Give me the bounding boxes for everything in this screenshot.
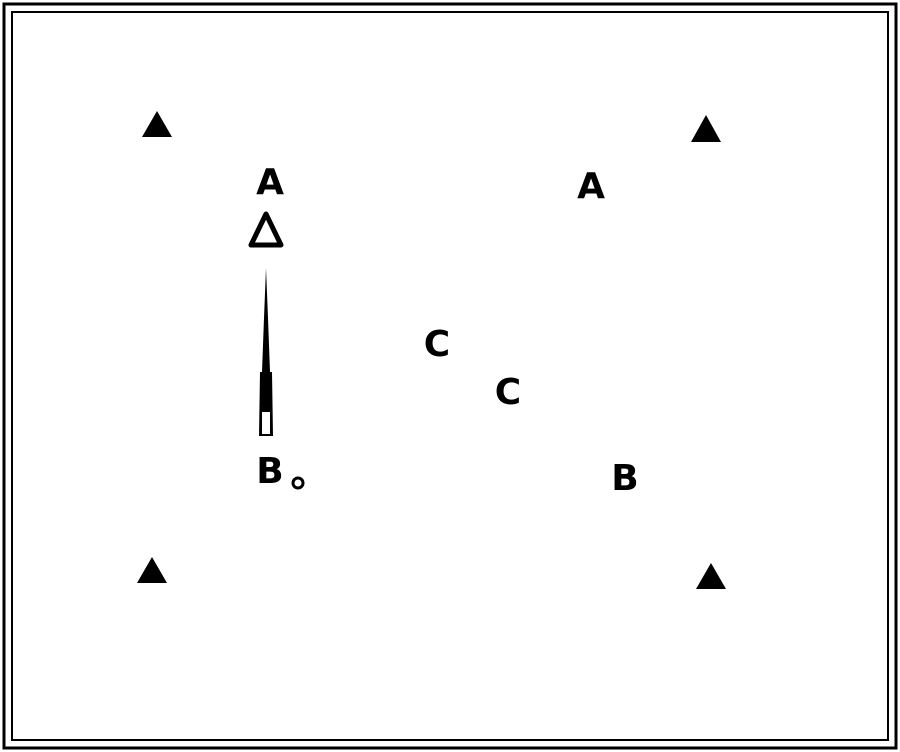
- label-a-right: A: [577, 166, 605, 207]
- label-c-lower: C: [495, 372, 521, 413]
- corner-triangle-top-left-icon: [142, 111, 172, 137]
- corner-triangle-bottom-right-icon: [696, 563, 726, 589]
- open-triangle-icon: [248, 211, 284, 248]
- dot-icon: [291, 476, 305, 490]
- corner-triangle-top-right-icon: [691, 115, 721, 142]
- label-b-left: B: [256, 451, 283, 492]
- needle-icon: [259, 268, 273, 436]
- inner-border: [11, 11, 889, 741]
- label-a-left: A: [256, 162, 284, 203]
- label-c-upper: C: [424, 324, 450, 365]
- label-b-right: B: [611, 458, 638, 499]
- corner-triangle-bottom-left-icon: [137, 557, 167, 583]
